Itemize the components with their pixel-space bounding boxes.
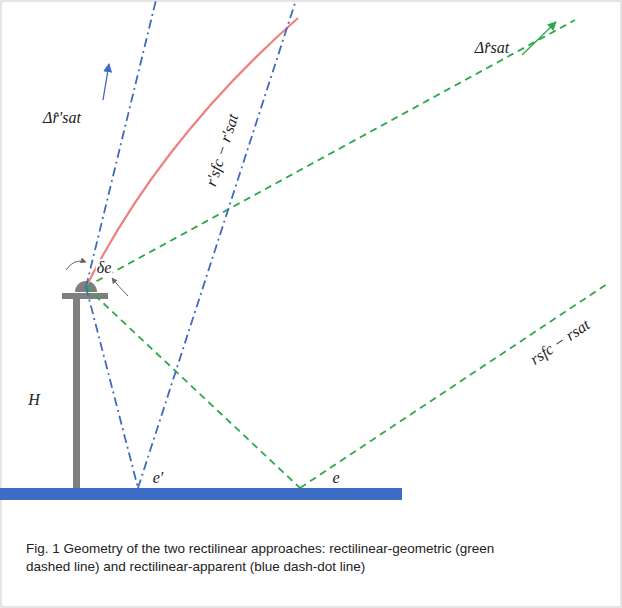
direction-arrow [103, 64, 109, 100]
apparent-lines [86, 0, 296, 488]
refracted-path [86, 18, 298, 287]
crossbar [62, 293, 108, 299]
geometric-lines [86, 20, 610, 488]
height-label: H [28, 391, 40, 409]
angle-arrow [66, 261, 86, 270]
direction-label: Δr̂sat [475, 39, 509, 57]
figure-caption: Fig. 1 Geometry of the two rectilinear a… [26, 540, 496, 576]
point-label: e [332, 469, 339, 487]
vector-label: r′sfc − r′sat [202, 112, 242, 188]
point-label: e′ [153, 469, 164, 487]
angle-label: δe [96, 259, 113, 277]
direction-arrow [522, 22, 556, 55]
ground-bar [0, 488, 402, 500]
angle-arrow [112, 278, 128, 296]
direction-label: Δr̂′sat [43, 109, 81, 127]
pole [73, 296, 80, 488]
vector-label: rsfc − rsat [527, 316, 593, 368]
